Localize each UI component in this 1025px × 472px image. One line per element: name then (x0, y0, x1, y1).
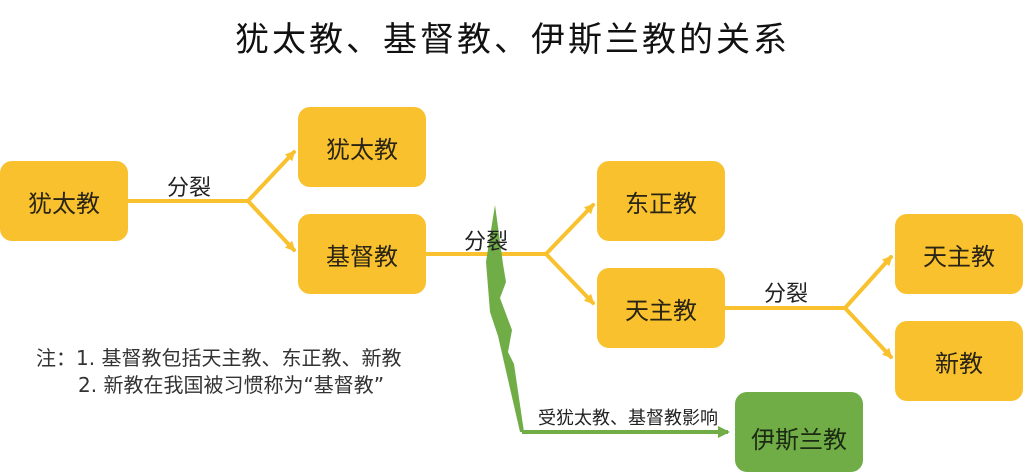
node-label: 基督教 (326, 242, 398, 271)
diagram-title: 犹太教、基督教、伊斯兰教的关系 (235, 20, 790, 60)
footnote: 注：1. 基督教包括天主教、东正教、新教 2. 新教在我国被习惯称为“基督教” (36, 345, 401, 399)
lightning-bolt-icon (486, 205, 524, 432)
note-prefix: 注： (36, 346, 76, 370)
node-catholic-mid: 天主教 (597, 268, 725, 348)
node-label: 伊斯兰教 (751, 426, 847, 454)
node-judaism-root: 犹太教 (0, 161, 128, 241)
node-catholic-right: 天主教 (895, 214, 1023, 294)
split-label-2: 分裂 (464, 230, 509, 255)
node-christianity: 基督教 (298, 214, 426, 294)
connector-lines (126, 150, 893, 438)
node-judaism-branch: 犹太教 (298, 107, 426, 187)
node-label: 犹太教 (28, 189, 100, 218)
split-label-3: 分裂 (764, 282, 809, 307)
node-label: 犹太教 (326, 135, 398, 164)
note-line-2: 2. 新教在我国被习惯称为“基督教” (78, 373, 385, 397)
node-orthodox: 东正教 (597, 161, 725, 241)
node-label: 东正教 (625, 189, 697, 218)
node-islam: 伊斯兰教 (735, 392, 863, 472)
node-label: 天主教 (923, 242, 995, 271)
note-line-1: 1. 基督教包括天主教、东正教、新教 (76, 346, 402, 370)
node-protestant: 新教 (895, 321, 1023, 401)
node-label: 天主教 (625, 296, 697, 325)
influence-label: 受犹太教、基督教影响 (538, 408, 718, 429)
split-label-1: 分裂 (167, 176, 212, 201)
node-label: 新教 (935, 349, 983, 378)
